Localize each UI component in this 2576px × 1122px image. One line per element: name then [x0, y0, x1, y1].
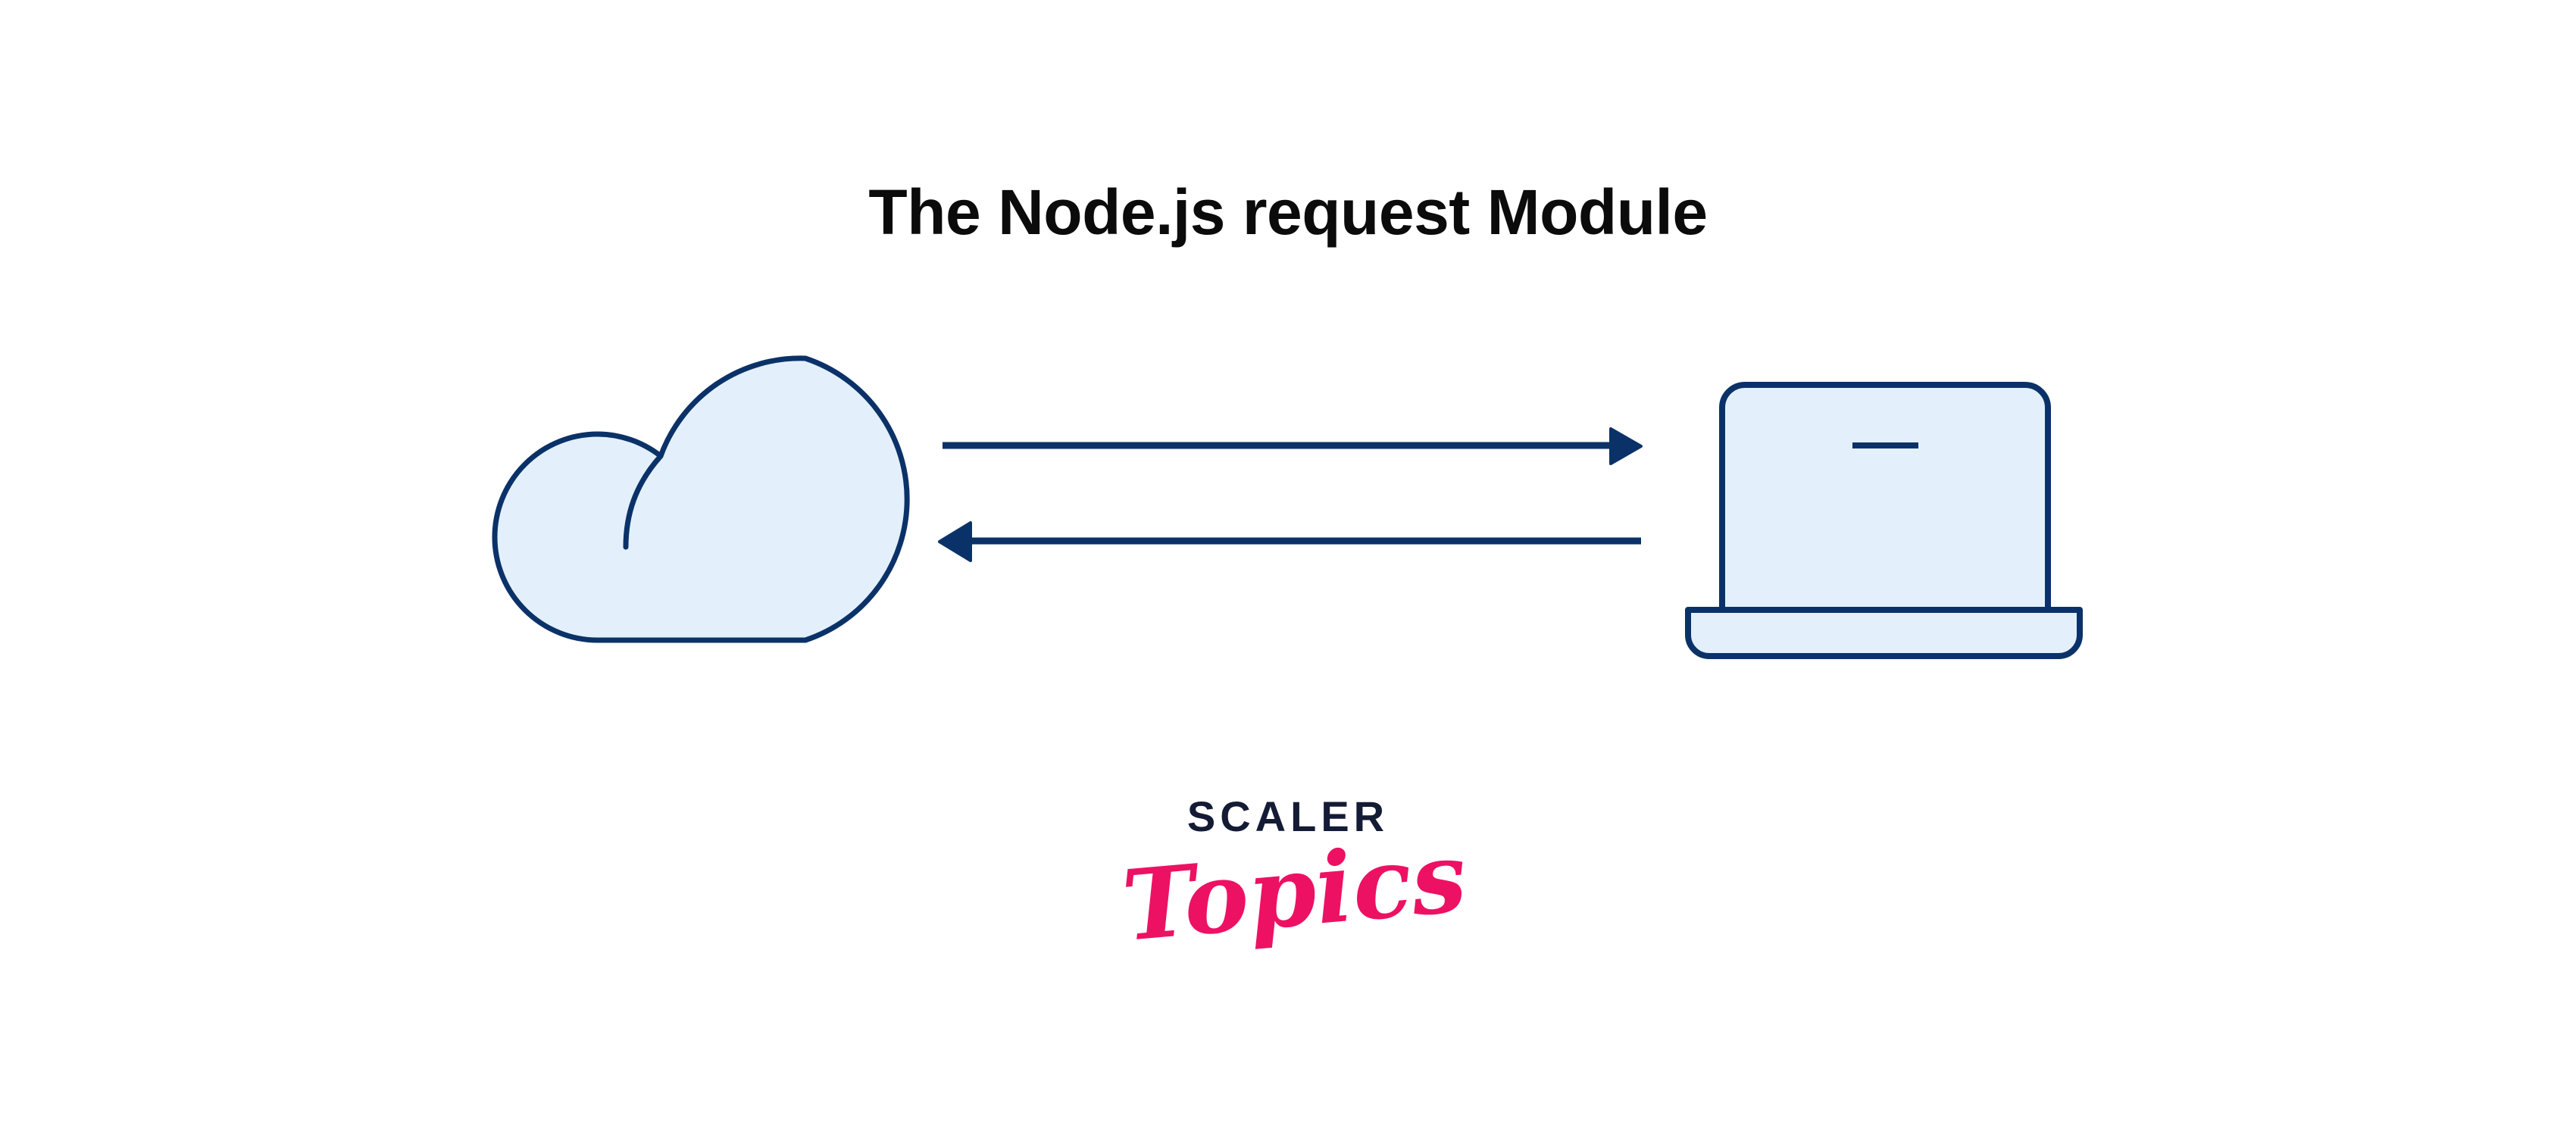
page-title: The Node.js request Module — [868, 177, 1708, 248]
arrow-request — [943, 427, 1643, 465]
cloud-icon — [492, 355, 910, 643]
arrow-response — [938, 521, 1641, 562]
scaler-topics-logo: SCALER Topics — [1118, 788, 1471, 992]
arrowhead-right — [1609, 427, 1643, 465]
laptop-icon — [1685, 382, 2083, 659]
arrowhead-left — [938, 521, 972, 562]
logo-script: Topics — [1118, 820, 1471, 964]
logo-wordmark: SCALER — [1186, 792, 1390, 840]
